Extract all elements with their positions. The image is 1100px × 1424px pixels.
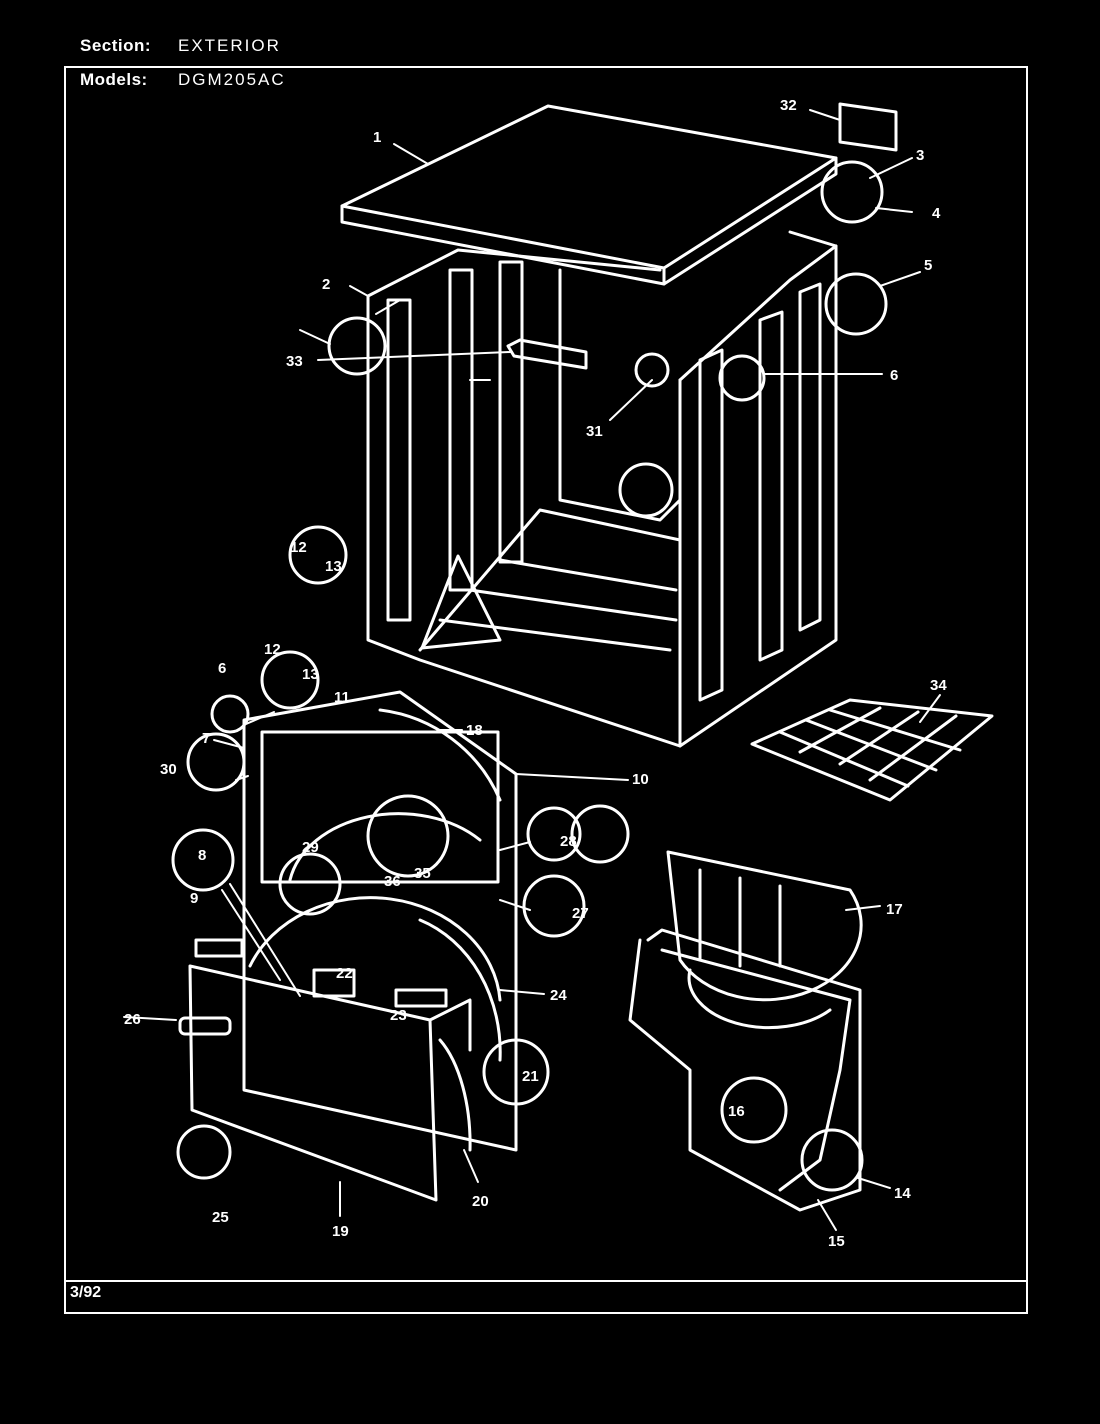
detail-27 [522,874,586,938]
leveling-leg-detail [260,650,320,710]
top-panel [340,104,838,286]
callout-25: 25 [212,1209,229,1226]
drum-bearing [718,354,766,402]
callout-12: 12 [290,539,307,556]
detail-5 [824,272,888,336]
callout-21: 21 [522,1068,539,1085]
callout-26: 26 [124,1011,141,1028]
callout-17: 17 [886,901,903,918]
leveling-leg-detail-lower [288,525,348,585]
callout-10: 10 [632,771,649,788]
callout-3: 3 [916,147,924,164]
models-label: Models: [80,70,148,89]
plate-32 [838,102,898,152]
door [188,896,502,1202]
callout-13: 13 [325,558,342,575]
diagram-frame [64,66,1028,1314]
door-seal [438,1038,472,1152]
callout-13b: 13 [302,666,319,683]
callout-24: 24 [550,987,567,1004]
callout-4: 4 [932,205,941,222]
lint-screen [666,850,863,1002]
detail-30 [186,732,246,792]
callout-22: 22 [336,965,353,982]
callout-12b: 12 [264,641,281,658]
detail-29 [278,852,342,916]
detail-3-4 [820,160,884,224]
cabinet [366,230,838,748]
callout-29: 29 [302,839,319,856]
callout-15: 15 [828,1233,845,1250]
footer-divider [64,1280,1026,1282]
detail-8-9 [171,828,235,892]
leader-lines [123,109,941,1231]
detail-10 [570,804,630,864]
callout-8: 8 [198,847,206,864]
callout-36: 36 [384,873,401,890]
front-panel [242,690,518,1152]
rear-bracket [506,338,588,370]
callout-2: 2 [322,276,330,293]
callout-23: 23 [390,1007,407,1024]
callout-14: 14 [894,1185,911,1202]
lint-housing [628,928,864,1212]
callout-34: 34 [930,677,947,694]
callout-33: 33 [286,353,303,370]
callout-9: 9 [190,890,198,907]
callout-32: 32 [780,97,797,114]
callout-5: 5 [924,257,932,274]
section-value: EXTERIOR [178,36,281,55]
callout-20: 20 [472,1193,489,1210]
footer-date: 3/92 [70,1284,102,1301]
callout-27: 27 [572,905,589,922]
callout-35: 35 [414,865,431,882]
callout-7: 7 [202,730,210,747]
callout-11: 11 [334,689,350,706]
callout-19: 19 [332,1223,349,1240]
detail-16 [720,1076,788,1144]
callout-16: 16 [728,1103,745,1120]
callout-6: 6 [890,367,898,384]
callout-31: 31 [586,423,603,440]
models-header: Models: DGM205AC [80,70,286,90]
detail-35-36 [366,794,450,878]
detail-28 [526,806,582,862]
detail-25 [176,1124,232,1180]
section-label: Section: [80,36,152,55]
door-handle [178,1016,232,1036]
models-value: DGM205AC [178,70,286,89]
glide-6 [210,694,250,734]
callout-6b: 6 [218,660,226,677]
callout-1: 1 [373,129,381,146]
callout-30: 30 [160,761,177,778]
callout-28: 28 [560,833,577,850]
door-gasket [418,918,502,1062]
detail-11 [327,316,387,376]
section-header: Section: EXTERIOR [80,36,281,56]
callout-18: 18 [466,722,483,739]
drying-rack [750,698,994,802]
